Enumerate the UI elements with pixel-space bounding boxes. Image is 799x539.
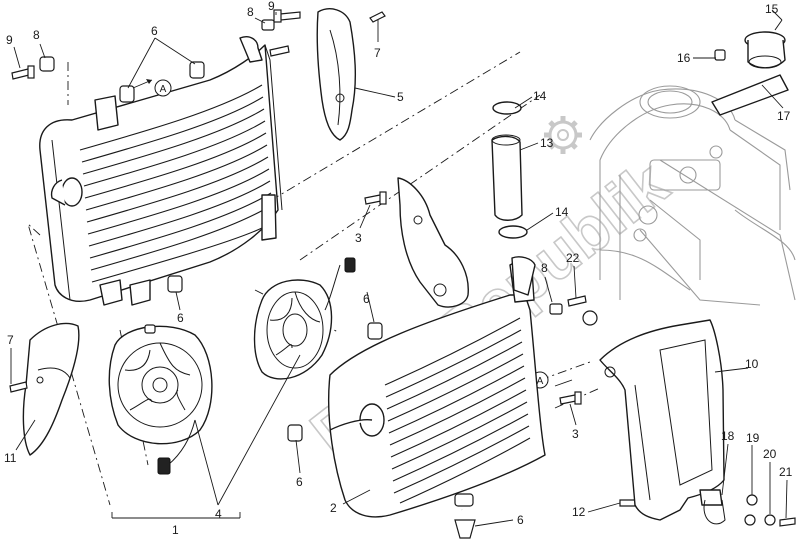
callout-7: 7	[374, 46, 381, 60]
callout-5: 5	[397, 90, 404, 104]
callout-6: 6	[151, 24, 158, 38]
callout-15: 15	[765, 2, 779, 16]
grommet-lower	[287, 322, 476, 539]
air-deflector-left	[9, 322, 80, 456]
upper-radiator-fins	[79, 84, 273, 283]
air-deflector-right	[316, 8, 357, 141]
svg-text:A: A	[160, 84, 167, 95]
callout-4: 4	[215, 507, 222, 521]
marker-a-bottom: A	[531, 371, 573, 389]
grommet-pair-top	[39, 56, 205, 293]
callout-6: 6	[517, 513, 524, 527]
svg-text:A: A	[537, 376, 544, 387]
callout-21: 21	[779, 465, 793, 479]
callout-2: 2	[330, 501, 337, 515]
screw-group-lower	[364, 191, 796, 527]
callout-9: 9	[268, 0, 275, 13]
callout-3: 3	[572, 427, 579, 441]
callout-17: 17	[777, 109, 791, 123]
callout-12: 12	[572, 505, 586, 519]
callout-8: 8	[541, 261, 548, 275]
coolant-hose	[491, 101, 536, 296]
callout-8: 8	[33, 28, 40, 42]
callout-18: 18	[721, 429, 735, 443]
callout-6: 6	[296, 475, 303, 489]
callout-11: 11	[4, 451, 17, 465]
clip-assembly	[699, 489, 758, 526]
marker-a-top: A	[132, 79, 172, 97]
callout-8: 8	[247, 5, 254, 19]
callout-labels: 9 8 6 8 9 7 5 14 13 14 15 16 17 3 8 22 6…	[4, 0, 793, 537]
callout-14: 14	[555, 205, 569, 219]
callout-16: 16	[677, 51, 691, 65]
callout-20: 20	[763, 447, 777, 461]
expansion-tank-bracket	[711, 49, 789, 116]
callout-3: 3	[355, 231, 362, 245]
callout-7: 7	[7, 333, 14, 347]
lower-radiator-fins	[384, 317, 531, 504]
frame-outline	[589, 85, 796, 306]
radiator-support-bracket	[599, 319, 725, 521]
callout-13: 13	[540, 136, 554, 150]
radiator-bracket	[397, 177, 469, 308]
callout-22: 22	[566, 251, 580, 265]
lower-radiator	[327, 261, 546, 518]
upper-radiator	[39, 36, 283, 306]
cooling-fan-right	[253, 257, 356, 380]
callout-19: 19	[746, 431, 760, 445]
callout-1: 1	[172, 523, 179, 537]
callout-leaders	[10, 9, 788, 527]
watermark-gear-icon	[544, 116, 582, 154]
callout-14: 14	[533, 89, 547, 103]
callout-9: 9	[6, 33, 13, 47]
callout-10: 10	[745, 357, 759, 371]
cooling-fan-left	[108, 324, 213, 475]
expansion-tank-cap	[744, 19, 786, 69]
callout-6: 6	[177, 311, 184, 325]
callout-6: 6	[363, 292, 370, 306]
